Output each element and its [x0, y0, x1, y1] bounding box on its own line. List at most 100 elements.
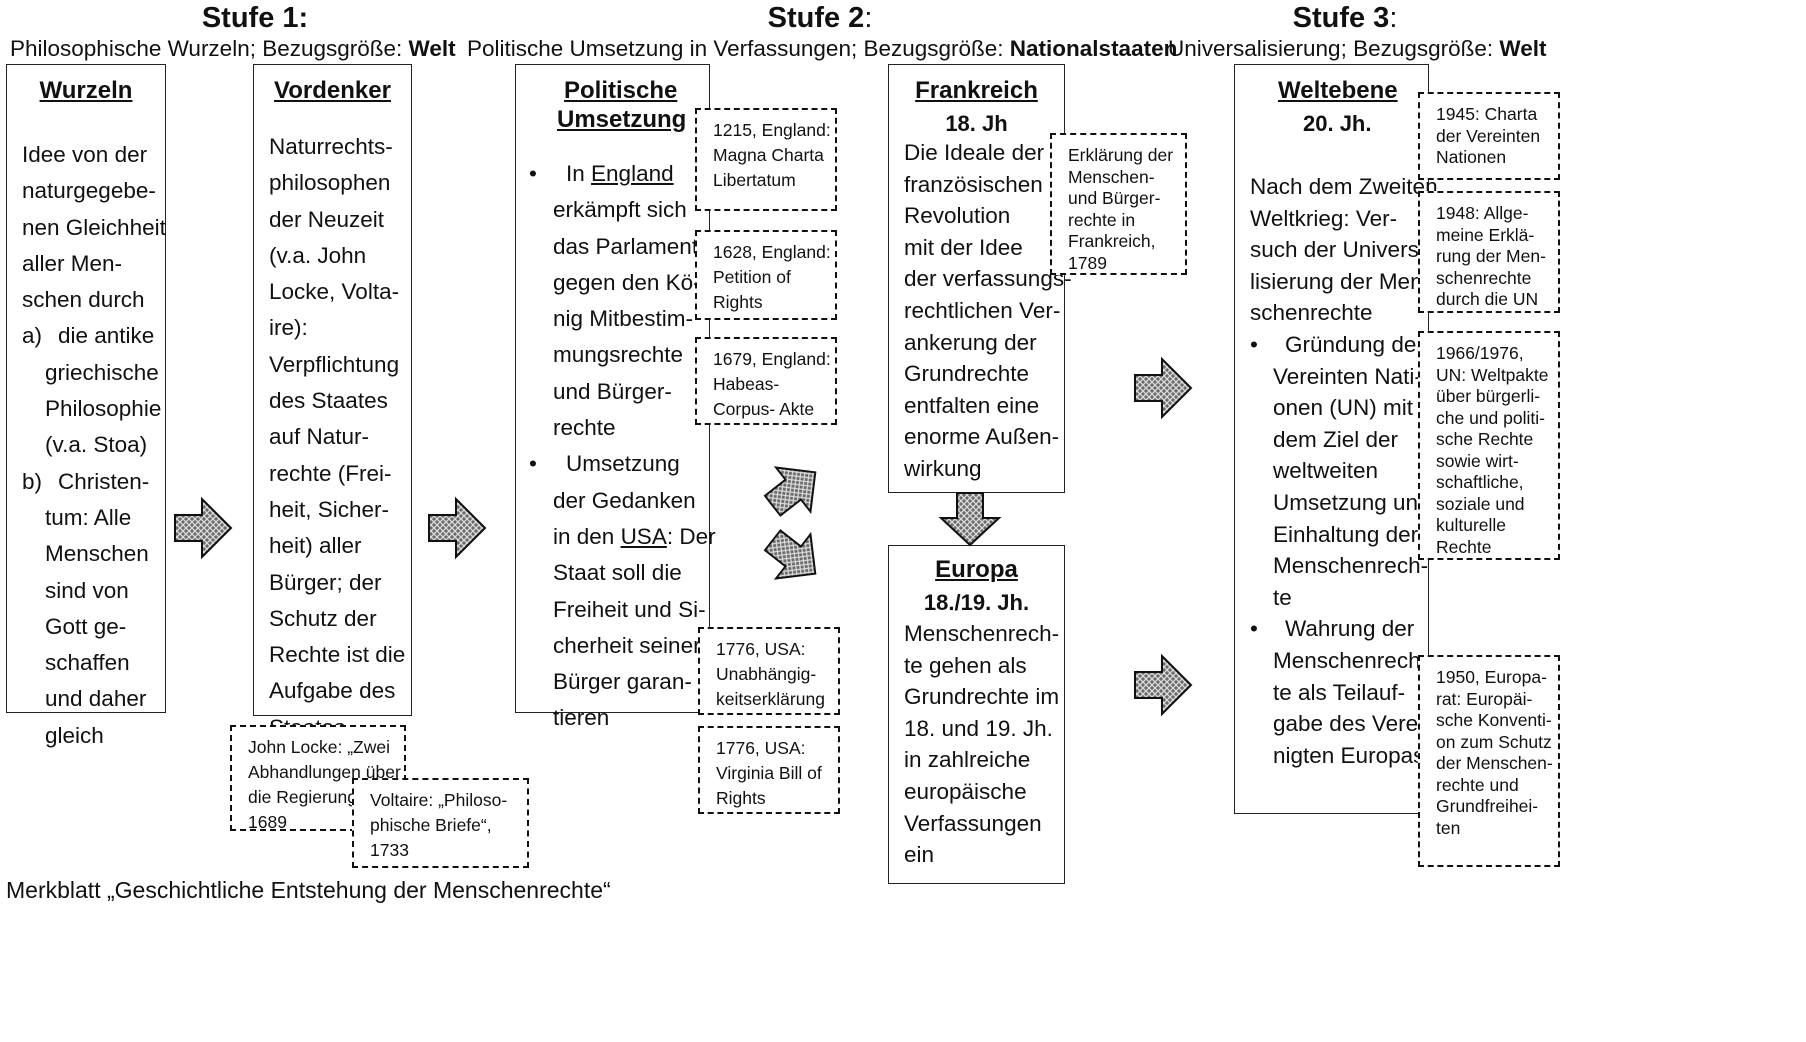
- bullet-text: Gründung der: [1285, 331, 1424, 357]
- europa-line: europäische: [904, 778, 1027, 804]
- note-voltaire: Voltaire: „Philoso- phische Briefe“, 173…: [352, 778, 529, 868]
- europa-box: Europa 18./19. Jh. Menschenrech- te gehe…: [888, 545, 1065, 884]
- weltebene-line: te: [1273, 584, 1292, 610]
- usa-pre: in den: [553, 523, 621, 549]
- stage-2-title: Stufe 2:: [700, 2, 940, 35]
- frankreich-line: Revolution: [904, 203, 1011, 229]
- stage-3-subtitle: Universalisierung; Bezugsgröße: Welt: [1168, 36, 1547, 62]
- arrow-right-icon: [1134, 653, 1193, 717]
- note-virginia: 1776, USA: Virginia Bill of Rights: [698, 726, 840, 814]
- wurzeln-line: schen durch: [22, 287, 145, 313]
- stage-2-title-colon: :: [864, 2, 873, 34]
- frankreich-line: französischen: [904, 171, 1043, 197]
- note-line: 1776, USA:: [716, 639, 806, 659]
- note-line: sche Konventi-: [1436, 710, 1552, 730]
- note-line: 1689: [248, 812, 287, 832]
- politische-line: Staat soll die: [553, 560, 682, 586]
- wurzeln-item-a-line: (v.a. Stoa): [45, 432, 148, 458]
- note-line: sowie wirt-: [1436, 450, 1519, 471]
- note-line: Nationen: [1436, 147, 1507, 167]
- note-line: schenrechte: [1436, 267, 1532, 288]
- note-line: soziale und: [1436, 493, 1525, 514]
- usa-underlined: USA: [620, 523, 667, 549]
- note-line: Rights: [713, 292, 763, 312]
- vordenker-box: Vordenker Naturrechts- philosophen der N…: [253, 64, 412, 740]
- weltebene-text: Nach dem Zweiten Weltkrieg: Ver- such de…: [1250, 171, 1439, 771]
- europa-line: Verfassungen: [904, 810, 1042, 836]
- bullet-text: Wahrung der: [1285, 616, 1415, 642]
- frankreich-line: ankerung der: [904, 329, 1037, 355]
- stage-1-reference: Welt: [408, 36, 456, 61]
- vordenker-text: Naturrechts- philosophen der Neuzeit (v.…: [269, 129, 405, 746]
- vordenker-line: philosophen: [269, 170, 391, 196]
- note-line: ten: [1436, 817, 1461, 838]
- frankreich-period: 18. Jh: [945, 111, 1008, 136]
- england-underlined: England: [591, 161, 674, 186]
- wurzeln-line: nen Gleichheit: [22, 214, 166, 240]
- note-line: 1950, Europa-: [1436, 667, 1547, 687]
- wurzeln-item-b-line: schaffen: [45, 650, 130, 676]
- vordenker-line: Rechte ist die: [269, 642, 406, 668]
- note-line: Unabhängig-: [716, 664, 817, 684]
- note-line: rechte in: [1068, 209, 1136, 230]
- frankreich-line: Die Ideale der: [904, 140, 1045, 165]
- note-line: und Bürger-: [1068, 188, 1161, 208]
- vordenker-line: ire):: [269, 315, 308, 341]
- wurzeln-item-b-line: Christen-: [58, 468, 150, 494]
- wurzeln-title: Wurzeln: [39, 77, 133, 104]
- wurzeln-item-b-line: tum: Alle: [45, 504, 132, 530]
- note-line: Menschen-: [1068, 166, 1155, 187]
- note-line: 1776, USA:: [716, 738, 806, 758]
- stage-1-subtitle-text: Philosophische Wurzeln; Bezugsgröße:: [10, 36, 409, 61]
- politische-line: tieren: [553, 705, 610, 731]
- note-line: UN: Weltpakte: [1436, 364, 1549, 385]
- weltebene-line: Nach dem Zweiten: [1250, 174, 1438, 199]
- europa-line: 18. und 19. Jh.: [904, 715, 1053, 741]
- arrow-right-icon: [174, 496, 233, 560]
- frankreich-box: Frankreich 18. Jh Die Ideale der französ…: [888, 64, 1072, 493]
- politische-line: Freiheit und Si-: [553, 596, 706, 622]
- weltebene-period: 20. Jh.: [1303, 111, 1372, 136]
- stage-1-subtitle: Philosophische Wurzeln; Bezugsgröße: Wel…: [10, 36, 456, 62]
- europa-line: te gehen als: [904, 652, 1027, 678]
- wurzeln-box: Wurzeln Idee von der naturgegebe- nen Gl…: [6, 64, 166, 748]
- weltebene-line: Weltkrieg: Ver-: [1250, 205, 1398, 231]
- weltebene-title: Weltebene: [1278, 77, 1398, 104]
- weltebene-line: lisierung der Men-: [1250, 268, 1431, 294]
- politische-line: mungsrechte: [553, 342, 684, 368]
- note-line: die Regierung“: [248, 787, 363, 807]
- note-line: Grundfreihei-: [1436, 796, 1539, 816]
- note-line: Abhandlungen über: [248, 762, 401, 782]
- note-line: 1679, England:: [713, 349, 831, 369]
- vordenker-line: Schutz der: [269, 605, 377, 631]
- note-line: Frankreich,: [1068, 231, 1156, 251]
- bullet-text: Umsetzung: [566, 451, 680, 477]
- usa-post: : Der: [666, 523, 716, 549]
- arrow-right-icon: [1134, 356, 1193, 420]
- europa-line: Menschenrech-: [904, 621, 1060, 646]
- stage-2-subtitle-text: Politische Umsetzung in Verfassungen; Be…: [467, 36, 1010, 61]
- note-line: meine Erklä-: [1436, 224, 1535, 245]
- weltebene-line: dem Ziel der: [1273, 426, 1399, 452]
- vordenker-line: heit, Sicher-: [269, 496, 390, 522]
- wurzeln-item-a-marker: a): [22, 323, 43, 349]
- note-line: 1945: Charta: [1436, 104, 1538, 124]
- stage-3-title: Stufe 3:: [1250, 2, 1440, 35]
- wurzeln-item-b-marker: b): [22, 468, 43, 494]
- frankreich-text: Die Ideale der französischen Revolution …: [904, 137, 1072, 485]
- weltebene-line: schenrechte: [1250, 300, 1373, 326]
- politische-line: gegen den Kö-: [553, 269, 701, 295]
- note-weltpakte: 1966/1976, UN: Weltpakte über bürgerli- …: [1418, 331, 1560, 560]
- note-line: 1628, England:: [713, 242, 831, 262]
- note-line: über bürgerli-: [1436, 386, 1541, 406]
- politische-line: erkämpft sich: [553, 197, 687, 223]
- vordenker-line: Locke, Volta-: [269, 279, 400, 305]
- stage-3-title-text: Stufe 3: [1292, 2, 1390, 34]
- note-line: Habeas-: [713, 374, 780, 394]
- stage-2-title-text: Stufe 2: [767, 2, 865, 34]
- vordenker-line: Naturrechts-: [269, 134, 393, 159]
- weltebene-line: Menschenrech-: [1273, 553, 1429, 579]
- note-line: rat: Europäi-: [1436, 688, 1533, 709]
- weltebene-bullet-europa: •Wahrung der: [1250, 613, 1439, 645]
- stage-3-subtitle-text: Universalisierung; Bezugsgröße:: [1168, 36, 1500, 61]
